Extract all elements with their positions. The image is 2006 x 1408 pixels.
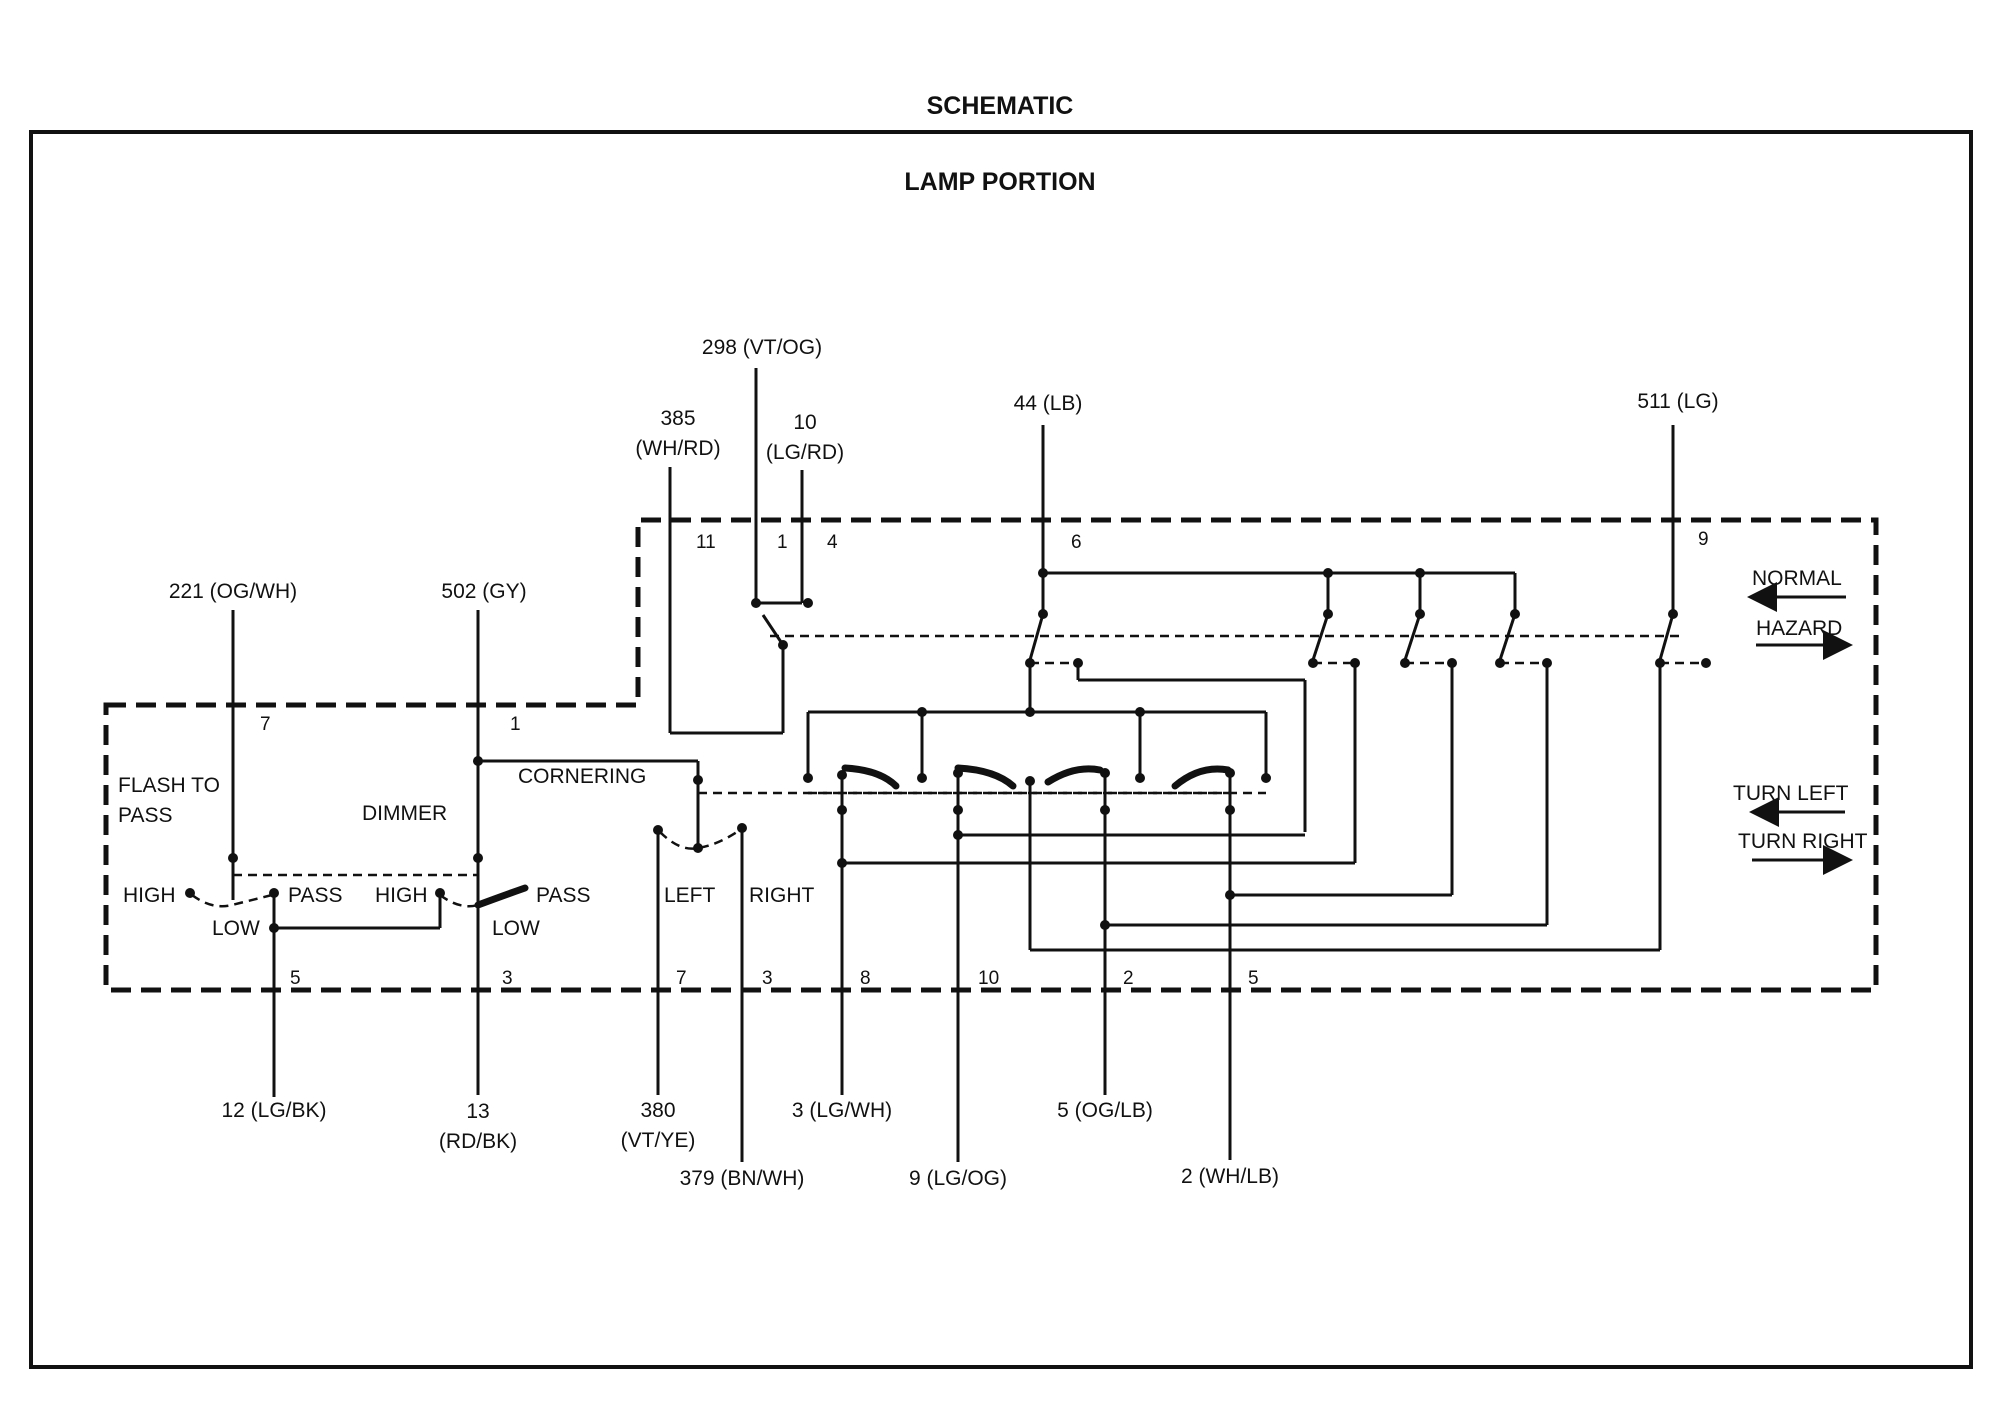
dimmer-label: DIMMER (362, 802, 447, 825)
pin-7-top: 7 (260, 714, 271, 735)
wire-380-number: 380 (640, 1099, 675, 1122)
pin-5-bottom-right: 5 (1248, 968, 1259, 989)
wire-385-color: (WH/RD) (635, 437, 720, 460)
pin-7-bottom: 7 (676, 968, 687, 989)
flash-dimmer-circuit (185, 710, 1230, 990)
pin-6: 6 (1071, 532, 1082, 553)
wire-502-label: 502 (GY) (441, 580, 526, 603)
pass-label-1: PASS (288, 884, 342, 907)
wire-221-label: 221 (OG/WH) (169, 580, 297, 603)
cornering-label: CORNERING (518, 765, 646, 788)
pin-8: 8 (860, 968, 871, 989)
left-label: LEFT (664, 884, 716, 907)
wire-2-label: 2 (WH/LB) (1181, 1165, 1279, 1188)
pin-1-dimmer: 1 (510, 714, 521, 735)
diagram-subtitle: LAMP PORTION (904, 168, 1095, 196)
top-wires (231, 368, 1675, 710)
normal-label: NORMAL (1752, 567, 1842, 590)
wire-298-label: 298 (VT/OG) (702, 336, 822, 359)
pin-4: 4 (827, 532, 838, 553)
switch-housing-outline (103, 517, 1879, 993)
diagram-title: SCHEMATIC (927, 92, 1074, 120)
high-label-2: HIGH (375, 884, 428, 907)
pin-3-bottom: 3 (762, 968, 773, 989)
turn-left-label: TURN LEFT (1733, 782, 1849, 805)
high-label-1: HIGH (123, 884, 176, 907)
wire-12-label: 12 (LG/BK) (221, 1099, 326, 1122)
wire-13-number: 13 (466, 1100, 489, 1123)
turn-right-label: TURN RIGHT (1738, 830, 1868, 853)
pass-label-2: PASS (536, 884, 590, 907)
pin-1-top: 1 (777, 532, 788, 553)
pin-11: 11 (696, 532, 716, 553)
right-label: RIGHT (749, 884, 815, 907)
turn-hazard-switch-network (668, 525, 1711, 990)
wire-385-number: 385 (660, 407, 695, 430)
outer-frame (29, 130, 1973, 1369)
bottom-wires (272, 990, 1232, 1162)
wire-13-color: (RD/BK) (439, 1130, 517, 1153)
wire-511-label: 511 (LG) (1637, 390, 1718, 413)
wire-44-label: 44 (LB) (1014, 392, 1083, 415)
wire-10-number: 10 (793, 411, 816, 434)
low-label-2: LOW (492, 917, 540, 940)
wire-5-label: 5 (OG/LB) (1057, 1099, 1153, 1122)
low-label-1: LOW (212, 917, 260, 940)
flash-pass-label: PASS (118, 804, 172, 827)
pin-2: 2 (1123, 968, 1134, 989)
pin-5-bottom-left: 5 (290, 968, 301, 989)
wire-380-color: (VT/YE) (621, 1129, 696, 1152)
pin-3-bottom-left: 3 (502, 968, 513, 989)
wire-379-label: 379 (BN/WH) (680, 1167, 805, 1190)
wire-3-label: 3 (LG/WH) (792, 1099, 892, 1122)
wire-10-color: (LG/RD) (766, 441, 844, 464)
pin-10: 10 (978, 968, 999, 989)
wire-9-label: 9 (LG/OG) (909, 1167, 1007, 1190)
pin-9: 9 (1698, 529, 1709, 550)
flash-to-label: FLASH TO (118, 774, 220, 797)
hazard-label: HAZARD (1756, 617, 1842, 640)
